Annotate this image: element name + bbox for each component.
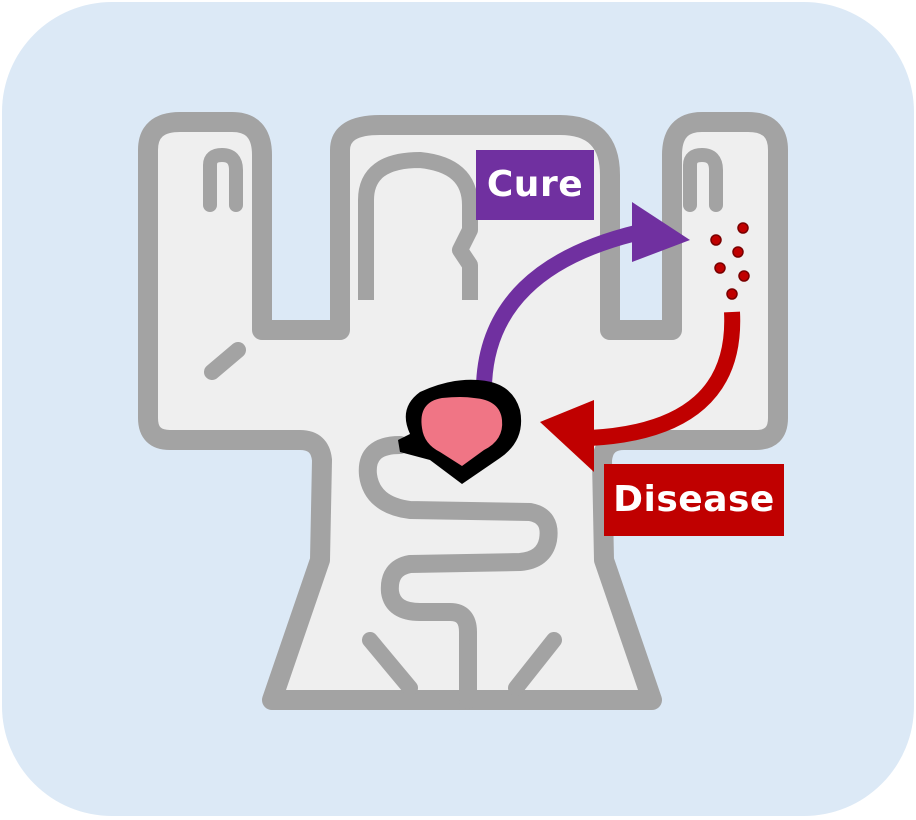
cell-dot bbox=[738, 270, 750, 282]
left-hand-detail bbox=[203, 147, 243, 212]
hip-line-right bbox=[508, 632, 562, 696]
heart-fill bbox=[421, 397, 503, 466]
disease-arrow-shaft bbox=[589, 311, 741, 446]
disease-label: Disease bbox=[604, 464, 784, 536]
head-profile bbox=[358, 152, 478, 300]
left-shoulder-line bbox=[204, 342, 246, 380]
cure-label: Cure bbox=[476, 150, 594, 220]
cure-arrow-shaft bbox=[476, 224, 642, 386]
intestine-tube bbox=[358, 436, 558, 709]
heart-icon bbox=[398, 379, 522, 484]
cell-dot bbox=[710, 234, 722, 246]
cells-dots-icon bbox=[710, 222, 750, 300]
cure-arrow-head bbox=[632, 202, 690, 262]
disease-arrow bbox=[540, 311, 741, 472]
cell-dot bbox=[714, 262, 726, 274]
cell-dot bbox=[726, 288, 738, 300]
hip-line-left bbox=[362, 632, 418, 696]
right-hand-detail bbox=[683, 147, 723, 212]
cell-dot bbox=[732, 246, 744, 258]
disease-arrow-head bbox=[540, 400, 594, 472]
cure-arrow bbox=[476, 202, 690, 386]
cell-dot bbox=[737, 222, 749, 234]
